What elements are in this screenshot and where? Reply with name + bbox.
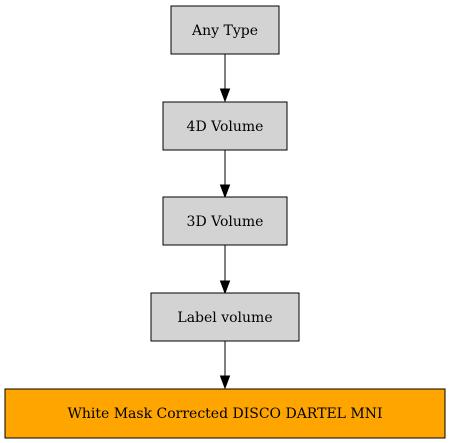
node-3d-volume-label: 3D Volume	[187, 214, 264, 230]
node-white-mask-corrected-disco-dartel-mni[interactable]: White Mask Corrected DISCO DARTEL MNI	[4, 388, 446, 439]
node-white-mask-box	[4, 388, 446, 439]
node-any-type-label: Any Type	[191, 23, 258, 39]
edge-4d-volume-to-3d-volume	[219, 150, 231, 199]
node-white-mask-label: White Mask Corrected DISCO DARTEL MNI	[67, 406, 382, 422]
node-any-type[interactable]: Any Type	[170, 5, 280, 55]
edge-label-volume-to-white-mask	[219, 341, 231, 390]
edge-any-type-to-4d-volume	[219, 54, 231, 103]
node-label-volume[interactable]: Label volume	[150, 292, 300, 342]
node-any-type-box	[170, 5, 280, 55]
node-label-volume-label: Label volume	[177, 310, 272, 326]
node-label-volume-box	[150, 292, 300, 342]
node-4d-volume-box	[162, 101, 288, 151]
node-3d-volume[interactable]: 3D Volume	[162, 196, 288, 246]
edge-3d-volume-to-label-volume	[219, 245, 231, 295]
node-4d-volume[interactable]: 4D Volume	[162, 101, 288, 151]
node-4d-volume-label: 4D Volume	[187, 119, 264, 135]
node-3d-volume-box	[162, 196, 288, 246]
